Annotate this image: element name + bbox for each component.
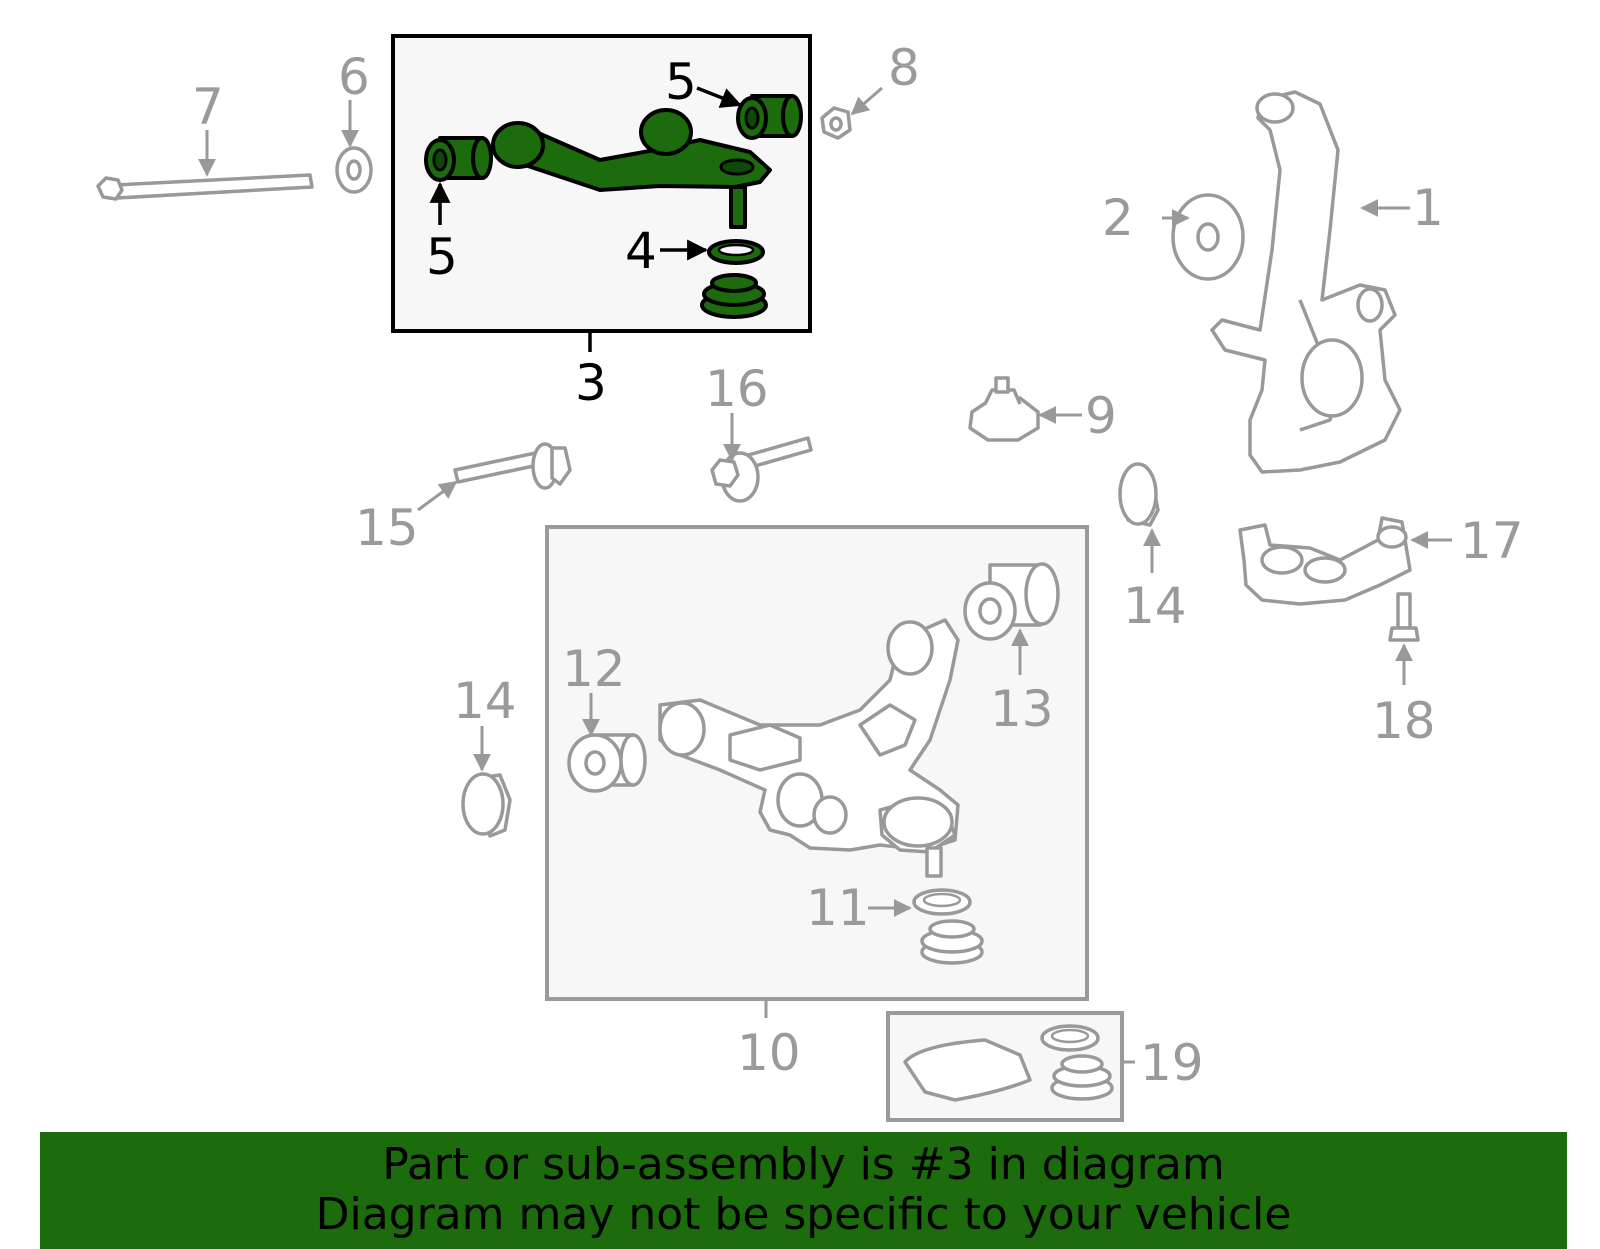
callout-12: 12 [562, 640, 626, 698]
upper-arm-rear-eye [639, 108, 693, 156]
ball-joint-socket [719, 158, 755, 176]
grease-packet [903, 1038, 1032, 1102]
leader-5b [696, 86, 742, 108]
notice-line-2: Diagram may not be specific to your vehi… [315, 1189, 1292, 1240]
callout-7: 7 [192, 78, 224, 136]
callout-2: 2 [1102, 189, 1134, 247]
callout-14a: 14 [453, 672, 517, 730]
callout-9: 9 [1085, 387, 1117, 445]
callout-15: 15 [355, 499, 419, 557]
callout-1: 1 [1412, 179, 1444, 237]
callout-5b: 5 [665, 53, 697, 111]
bushing-12 [567, 733, 647, 793]
callout-8: 8 [888, 39, 920, 97]
callout-19: 19 [1140, 1034, 1204, 1092]
bolt-15: 15 [355, 442, 572, 557]
nut-8: 8 [820, 39, 920, 140]
bolt-16: 16 [705, 360, 813, 503]
lower-control-arm [658, 618, 960, 852]
ball-joint-9: 9 [968, 376, 1117, 445]
callout-3: 3 [575, 354, 607, 412]
callout-17: 17 [1460, 512, 1524, 570]
callout-14b: 14 [1123, 577, 1187, 635]
bolt-18: 18 [1372, 592, 1436, 750]
callout-11: 11 [806, 879, 870, 937]
bushing-5-right [736, 94, 803, 140]
steering-knuckle-1: 1 [1210, 90, 1444, 474]
callout-13: 13 [990, 680, 1054, 738]
bolt-7: 7 [96, 78, 314, 201]
callout-6: 6 [338, 48, 370, 106]
washer-6: 6 [335, 48, 373, 194]
dust-shield-2: 2 [1102, 189, 1245, 281]
callout-16: 16 [705, 360, 769, 418]
dust-boot-19 [1050, 1054, 1114, 1101]
callout-18: 18 [1372, 692, 1436, 750]
upper-control-arm-group: 3 4 5 5 [391, 34, 812, 412]
ball-joint-stud [729, 185, 747, 229]
upper-control-arm [508, 123, 772, 192]
lower-control-arm-group: 12 13 11 10 [545, 525, 1089, 1082]
dust-boot-lower [920, 919, 984, 965]
bushing-13 [963, 562, 1060, 641]
callout-5a: 5 [426, 228, 458, 286]
bushing-5-left [424, 136, 493, 182]
dust-boot-upper [700, 273, 768, 319]
callout-4: 4 [625, 222, 657, 280]
bushing-14-right: 14 [1118, 462, 1187, 635]
notice-line-1: Part or sub-assembly is #3 in diagram [382, 1139, 1225, 1190]
notice-banner: Part or sub-assembly is #3 in diagram Di… [40, 1132, 1567, 1249]
bracket-17: 17 [1238, 512, 1524, 606]
callout-10: 10 [737, 1024, 801, 1082]
boot-kit-group: 19 [886, 1011, 1204, 1122]
bushing-14-left: 14 [453, 672, 517, 838]
upper-arm-front-eye [491, 121, 545, 169]
